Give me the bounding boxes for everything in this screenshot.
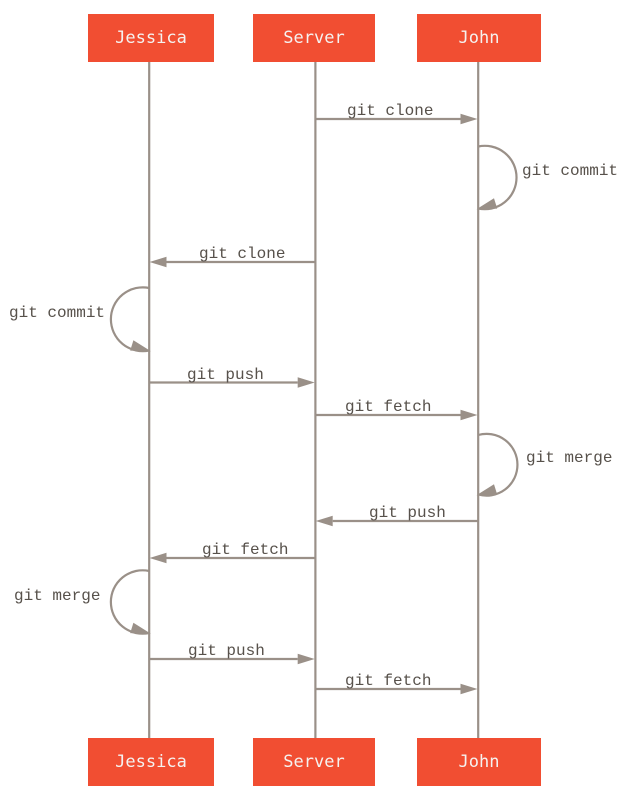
message-label-git-push-1: git push	[187, 365, 264, 384]
message-label-git-clone-2: git clone	[198, 245, 285, 263]
actor-box-jessica-bottom: Jessica	[88, 738, 214, 786]
arrowhead-git-clone-server-john	[460, 113, 478, 125]
message-label-git-push-3: git push	[187, 642, 265, 660]
arrowhead-git-push-jessica-server	[297, 377, 315, 388]
message-label-git-clone-1: git clone	[346, 102, 433, 120]
message-label-git-fetch-2: git fetch	[202, 541, 289, 559]
arrowhead-git-fetch-server-jessica	[149, 552, 167, 564]
selfloop-git-merge-jessica	[109, 569, 150, 635]
arrowhead-git-push-john-server	[315, 515, 333, 527]
actor-box-jessica-top: Jessica	[88, 14, 214, 62]
arrowhead-git-merge-john	[476, 484, 498, 496]
arrowhead-git-fetch-server-john	[460, 409, 478, 421]
actor-box-server-bottom: Server	[253, 738, 375, 786]
arrowhead-git-merge-jessica	[130, 622, 151, 634]
arrowhead-git-commit-jessica	[130, 340, 151, 352]
message-label-git-merge-1: git merge	[526, 449, 613, 467]
message-label-git-push-2: git push	[368, 504, 446, 522]
message-label-git-commit-1: git commit	[522, 161, 619, 180]
selfloop-git-commit-jessica	[109, 286, 150, 353]
actor-box-john-top: John	[417, 14, 541, 62]
arrowhead-git-commit-john	[476, 198, 498, 210]
message-label-git-merge-2: git merge	[14, 586, 101, 605]
selfloop-git-commit-john	[477, 144, 518, 211]
arrowhead-git-fetch-server-john-2	[460, 683, 478, 695]
arrowhead-git-clone-server-jessica	[149, 256, 167, 268]
actor-box-john-bottom: John	[417, 738, 541, 786]
selfloop-git-merge-john	[477, 432, 519, 497]
message-label-git-fetch-1: git fetch	[345, 398, 432, 416]
message-label-git-commit-2: git commit	[8, 303, 105, 322]
message-label-git-fetch-3: git fetch	[345, 672, 432, 690]
actor-box-server-top: Server	[253, 14, 375, 62]
arrowhead-git-push-jessica-server-2	[297, 653, 315, 665]
